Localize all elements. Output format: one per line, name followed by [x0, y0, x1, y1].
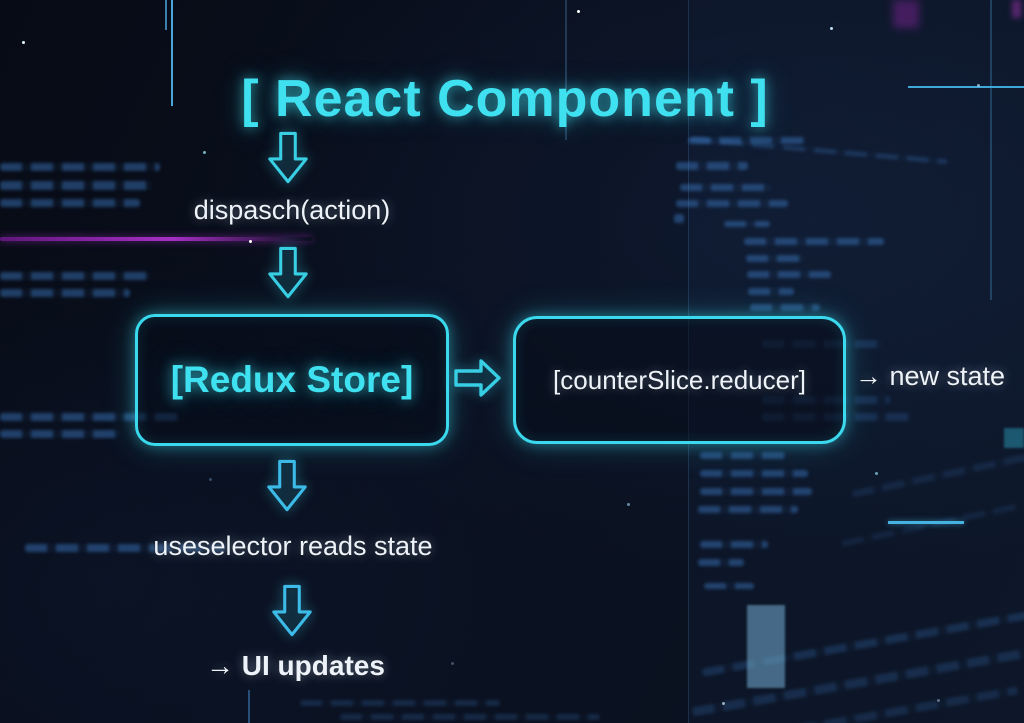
code-line [698, 559, 744, 566]
code-line [700, 541, 768, 548]
code-line [700, 488, 812, 495]
code-line [0, 272, 150, 280]
down-arrow-icon [268, 246, 308, 299]
code-line [698, 506, 798, 513]
speck [875, 472, 878, 475]
code-line [680, 184, 772, 191]
vertical-glint [165, 0, 167, 30]
speck [22, 41, 25, 44]
diagram-title: [ React Component ] [241, 69, 769, 128]
right-arrow-icon [454, 359, 501, 397]
code-line [0, 181, 152, 190]
magenta-smudge [893, 0, 919, 28]
code-line [700, 452, 786, 459]
redux-store-node: [Redux Store] [135, 314, 449, 446]
teal-block [1004, 428, 1024, 448]
code-line [746, 255, 804, 262]
new-state-label: → new state [855, 361, 1006, 391]
horizontal-glint [888, 521, 964, 524]
redux-store-label: [Redux Store] [170, 359, 414, 400]
code-line [724, 221, 770, 227]
magenta-accent-line [0, 237, 312, 241]
vertical-glint [248, 690, 250, 723]
code-line [676, 200, 788, 207]
speck [451, 662, 454, 665]
dispatch-action-label: dispasch(action) [193, 195, 391, 225]
code-line [300, 700, 500, 706]
code-line [0, 199, 140, 207]
speck [977, 84, 980, 87]
down-arrow-icon [267, 459, 307, 512]
reducer-label: [counterSlice.reducer] [553, 364, 806, 395]
down-arrow-icon [268, 131, 308, 184]
speck [249, 240, 252, 243]
code-line [0, 289, 130, 297]
code-line [688, 137, 806, 144]
code-line [0, 413, 180, 421]
steel-block [747, 605, 785, 688]
code-line [674, 214, 684, 223]
code-line [704, 583, 754, 589]
code-line [676, 162, 748, 170]
ui-updates-label: → UI updates [206, 650, 385, 681]
reducer-node: [counterSlice.reducer] [513, 316, 846, 444]
code-line [750, 304, 820, 311]
code-line [0, 163, 160, 171]
code-line [25, 544, 225, 552]
code-line [748, 288, 794, 295]
code-line [700, 470, 808, 477]
speck [203, 151, 206, 154]
code-line [747, 271, 831, 278]
vertical-glint [565, 0, 567, 140]
vertical-glint [171, 0, 173, 106]
speck [937, 699, 940, 702]
speck [577, 10, 580, 13]
speck [830, 27, 833, 30]
code-line [340, 714, 600, 720]
code-line [0, 430, 120, 438]
down-arrow-icon [272, 584, 312, 637]
code-line [744, 238, 884, 245]
speck [627, 503, 630, 506]
speck [209, 478, 212, 481]
selector-label: useselector reads state [153, 531, 433, 561]
magenta-smudge [1012, 0, 1021, 18]
horizontal-glint [908, 86, 1024, 88]
vertical-glint [990, 0, 992, 300]
speck [722, 702, 725, 705]
